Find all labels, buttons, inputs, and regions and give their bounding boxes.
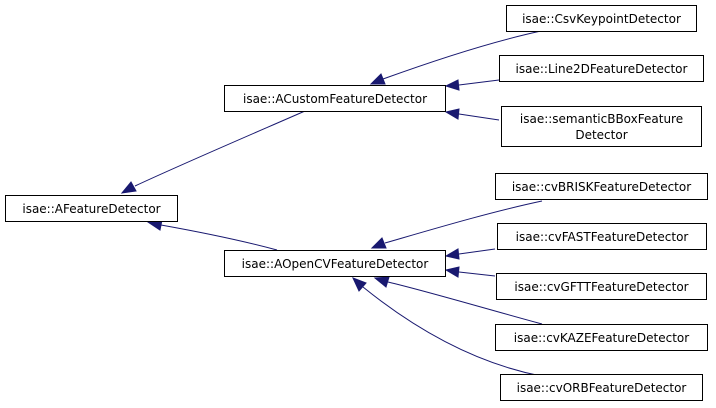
node-label: isae::Line2DFeatureDetector [516,62,688,76]
node-box [496,273,707,300]
arrowhead-line2d-to-acustom [444,79,460,91]
node-label: isae::ACustomFeatureDetector [243,92,427,106]
node-afeature-detector[interactable]: isae::AFeatureDetector [5,195,178,222]
node-label-line-2: Detector [575,128,627,142]
arrowhead-orb-to-aopencv [352,277,367,292]
edge-csvkeypoint-to-acustom [382,30,542,80]
node-label: isae::cvORBFeatureDetector [517,381,687,395]
node-box [224,250,446,277]
node-cvorb-feature-detector[interactable]: isae::cvORBFeatureDetector [500,374,703,401]
node-box [500,374,703,401]
node-label: isae::cvGFTTFeatureDetector [514,280,688,294]
node-line2d-feature-detector[interactable]: isae::Line2DFeatureDetector [499,55,704,82]
arrowhead-csvkeypoint-to-acustom [369,73,386,85]
edge-gftt-to-aopencv [458,271,496,277]
node-semanticbbox-feature-detector[interactable]: isae::semanticBBoxFeature Detector [501,106,702,147]
node-box [495,324,708,351]
edge-brisk-to-aopencv [384,200,543,244]
node-box [499,55,704,82]
node-box [224,85,446,112]
node-box [5,195,178,222]
node-cvkaze-feature-detector[interactable]: isae::cvKAZEFeatureDetector [495,324,708,351]
edge-semantic-to-acustom [458,113,500,121]
node-label: isae::AFeatureDetector [22,202,160,216]
node-box [506,5,697,32]
node-box [495,173,708,200]
arrowhead-fast-to-aopencv [444,248,460,260]
node-label: isae::AOpenCVFeatureDetector [242,257,429,271]
node-label: isae::CsvKeypointDetector [522,12,681,26]
edge-fast-to-aopencv [458,248,496,255]
node-cvbrisk-feature-detector[interactable]: isae::cvBRISKFeatureDetector [495,173,708,200]
arrowhead-gftt-to-aopencv [444,266,460,278]
edges [120,30,543,377]
node-acustom-feature-detector[interactable]: isae::ACustomFeatureDetector [224,85,446,112]
edge-kaze-to-aopencv [387,281,543,325]
node-cvfast-feature-detector[interactable]: isae::cvFASTFeatureDetector [497,223,707,250]
node-label: isae::cvBRISKFeatureDetector [512,180,691,194]
node-csvkeypoint-detector[interactable]: isae::CsvKeypointDetector [506,5,697,32]
node-box [501,106,702,147]
node-label: isae::cvFASTFeatureDetector [516,230,689,244]
arrowhead-semantic-to-acustom [444,108,460,120]
node-label-line-1: isae::semanticBBoxFeature [520,112,683,126]
node-box [497,223,707,250]
node-label: isae::cvKAZEFeatureDetector [514,331,689,345]
node-cvgftt-feature-detector[interactable]: isae::cvGFTTFeatureDetector [496,273,707,300]
arrowhead-brisk-to-aopencv [370,237,387,249]
edge-orb-to-aopencv [362,286,542,377]
edge-line2d-to-acustom [458,79,500,86]
arrowhead-acustom-to-afeature [120,181,137,194]
arrowhead-kaze-to-aopencv [373,276,390,288]
edge-aopencv-to-afeature [160,224,278,251]
node-aopencv-feature-detector[interactable]: isae::AOpenCVFeatureDetector [224,250,446,277]
edge-acustom-to-afeature [134,110,306,187]
